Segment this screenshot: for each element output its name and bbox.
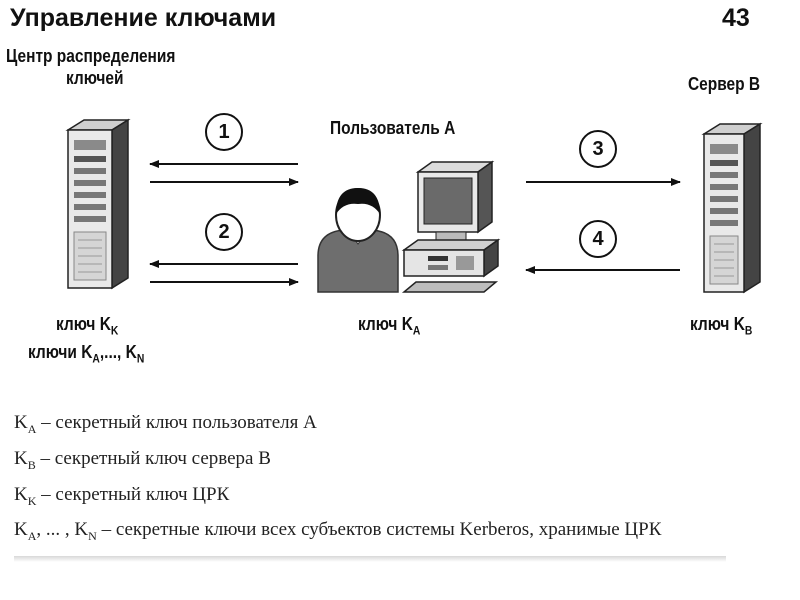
kdc-title-line2: ключей bbox=[66, 68, 124, 88]
kdc-key-label: ключ KK bbox=[56, 314, 119, 338]
step-4-badge: 4 bbox=[579, 220, 617, 258]
legend-item-kb: KB – секретный ключ сервера В bbox=[14, 447, 271, 472]
person-icon bbox=[317, 188, 399, 293]
slide-number: 43 bbox=[722, 4, 750, 32]
user-key-label: ключ KA bbox=[358, 314, 421, 338]
legend-shadow-divider bbox=[14, 556, 726, 562]
legend-item-kk: KK – секретный ключ ЦРК bbox=[14, 483, 230, 508]
legend: KA – секретный ключ пользователя А KB – … bbox=[14, 408, 661, 551]
slide-title: Управление ключами bbox=[10, 4, 277, 32]
server-b-icon bbox=[701, 122, 763, 294]
kdc-title-line1: Центр распределения bbox=[6, 46, 176, 66]
legend-item-all-keys: KA, ... , KN – секретные ключи всех субъ… bbox=[14, 519, 662, 544]
kdc-server-icon bbox=[65, 118, 131, 290]
computer-icon bbox=[401, 160, 501, 293]
kdc-keys-label: ключи KA,..., KN bbox=[28, 342, 145, 366]
step-1-badge: 1 bbox=[205, 113, 243, 151]
server-b-key-label: ключ KB bbox=[690, 314, 753, 338]
server-b-title: Сервер В bbox=[688, 74, 761, 94]
legend-item-ka: KA – секретный ключ пользователя А bbox=[14, 412, 317, 436]
step-2-badge: 2 bbox=[205, 213, 243, 251]
user-title: Пользователь А bbox=[330, 118, 456, 138]
step-3-badge: 3 bbox=[579, 130, 617, 168]
